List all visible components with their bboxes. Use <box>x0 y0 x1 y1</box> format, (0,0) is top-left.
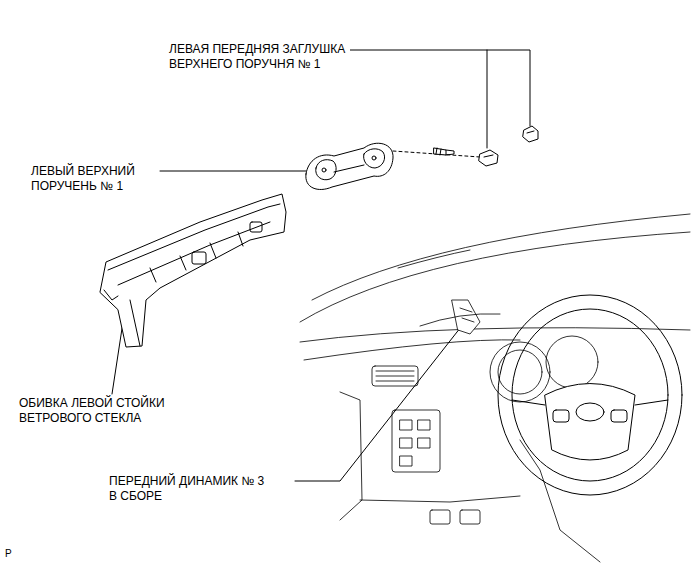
assist-grip <box>306 143 393 189</box>
leader-line <box>160 171 306 172</box>
steering-wheel <box>498 295 682 495</box>
figure-code: P <box>4 546 13 561</box>
pillar-garnish <box>100 194 286 347</box>
leader-line <box>112 322 123 394</box>
cover-cap <box>479 150 498 166</box>
cover-cap <box>523 126 538 142</box>
part-label: ЛЕВЫЙ ВЕРХНИЙ ПОРУЧЕНЬ № 1 <box>30 164 139 194</box>
leader-line <box>295 318 468 481</box>
part-label: ОБИВКА ЛЕВОЙ СТОЙКИ ВЕТРОВОГО СТЕКЛА <box>18 396 169 426</box>
dashboard <box>300 214 690 562</box>
screw <box>434 148 454 155</box>
part-label: ЛЕВАЯ ПЕРЕДНЯЯ ЗАГЛУШКА ВЕРХНЕГО ПОРУЧНЯ… <box>168 42 350 72</box>
leader-line <box>345 50 530 126</box>
leader-line <box>487 50 488 148</box>
part-label: ПЕРЕДНИЙ ДИНАМИК № 3 В СБОРЕ <box>108 474 269 504</box>
